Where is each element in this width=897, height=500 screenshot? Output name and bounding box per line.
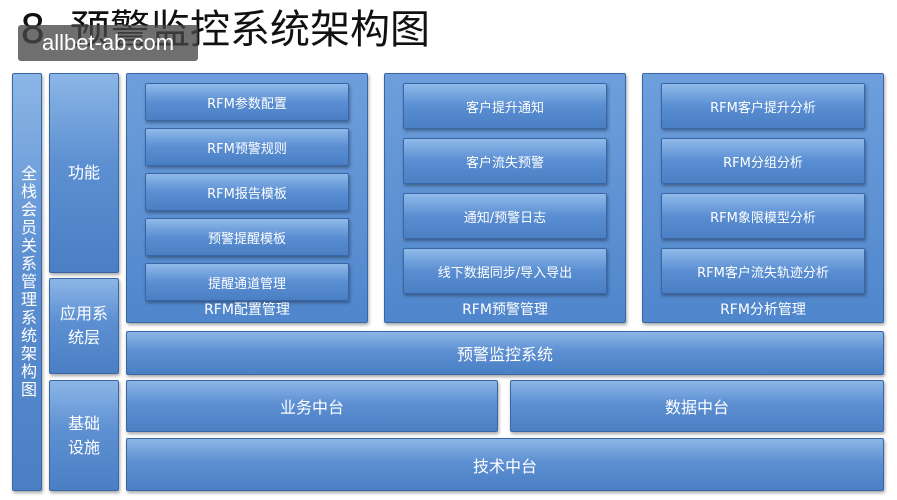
module-rfm-alert-rules: RFM预警规则: [145, 128, 349, 166]
module-rfm-param-config: RFM参数配置: [145, 83, 349, 121]
data-platform-label: 数据中台: [664, 398, 729, 417]
module-rfm-quadrant-model-analysis: RFM象限模型分析: [661, 193, 865, 239]
business-platform: 业务中台: [126, 380, 498, 432]
panel-rfm-alert: 客户提升通知 客户流失预警 通知/预警日志 线下数据同步/导入导出 RFM预警管…: [384, 73, 626, 323]
module-notice-alert-log: 通知/预警日志: [403, 193, 607, 239]
module-rfm-churn-trajectory-analysis: RFM客户流失轨迹分析: [661, 248, 865, 294]
tech-platform: 技术中台: [126, 438, 884, 491]
module-offline-data-sync: 线下数据同步/导入导出: [403, 248, 607, 294]
module-customer-churn-alert: 客户流失预警: [403, 138, 607, 184]
layer-function-label: 功能: [67, 163, 100, 182]
app-system-label: 预警监控系统: [456, 345, 553, 364]
panel-rfm-config: RFM参数配置 RFM预警规则 RFM报告模板 预警提醒模板 提醒通道管理 RF…: [126, 73, 368, 323]
business-platform-label: 业务中台: [279, 398, 344, 417]
panel-rfm-analysis-label: RFM分析管理: [720, 302, 806, 318]
module-rfm-customer-upgrade-analysis: RFM客户提升分析: [661, 83, 865, 129]
watermark: allbet-ab.com: [18, 25, 198, 61]
tech-platform-label: 技术中台: [472, 456, 537, 476]
layer-application-label: 应用系 统层: [59, 304, 108, 347]
system-vertical-label-text: 全栈会员关系管理系统架构图: [18, 165, 37, 399]
module-customer-upgrade-notice: 客户提升通知: [403, 83, 607, 129]
layer-infrastructure: 基础 设施: [49, 380, 119, 491]
module-rfm-group-analysis: RFM分组分析: [661, 138, 865, 184]
module-rfm-report-template: RFM报告模板: [145, 173, 349, 211]
layer-application: 应用系 统层: [49, 278, 119, 374]
app-system-bar: 预警监控系统: [126, 331, 884, 375]
module-reminder-channel-management: 提醒通道管理: [145, 263, 349, 301]
panel-rfm-config-label: RFM配置管理: [204, 302, 290, 318]
system-vertical-label: 全栈会员关系管理系统架构图: [12, 73, 42, 491]
layer-infrastructure-label: 基础 设施: [67, 413, 100, 457]
data-platform: 数据中台: [510, 380, 884, 432]
panel-rfm-analysis: RFM客户提升分析 RFM分组分析 RFM象限模型分析 RFM客户流失轨迹分析 …: [642, 73, 884, 323]
module-alert-reminder-template: 预警提醒模板: [145, 218, 349, 256]
layer-function: 功能: [49, 73, 119, 273]
panel-rfm-alert-label: RFM预警管理: [462, 302, 548, 318]
